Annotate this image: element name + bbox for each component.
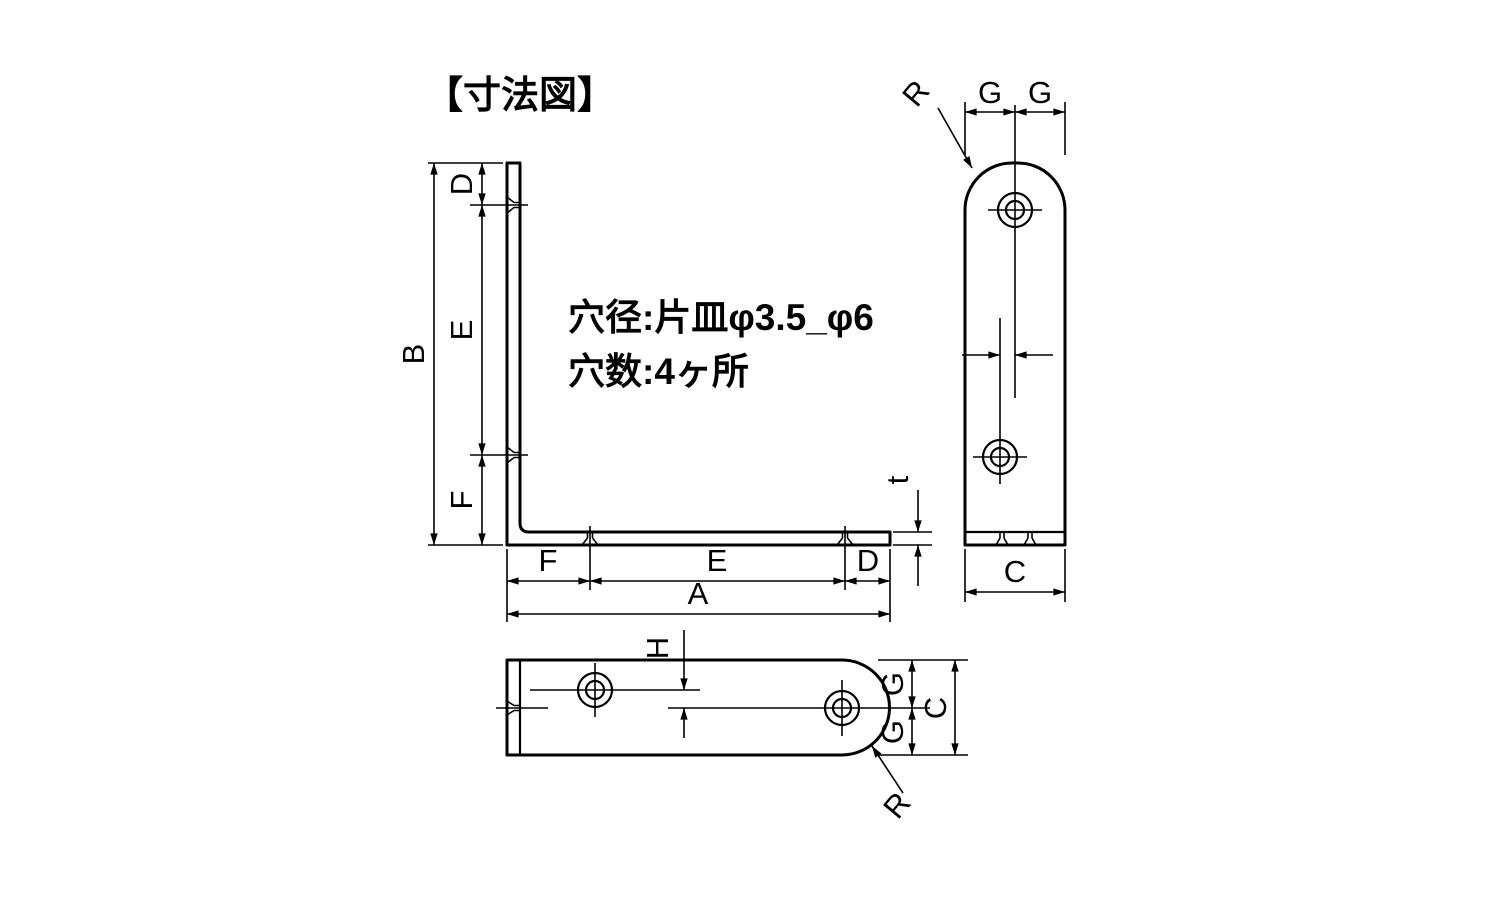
dim-label-F: F [444, 491, 479, 510]
dim-label-H: H [640, 637, 675, 659]
dim-label-F: F [539, 543, 558, 578]
side-view: B D E F F E D [396, 161, 932, 622]
dim-E-vertical: E [444, 204, 486, 456]
front-view-outline [963, 161, 1067, 547]
radius-callout-bottom: R [871, 745, 918, 825]
dim-label-G: G [1028, 75, 1052, 110]
top-view: H G G C R [496, 630, 968, 825]
dim-G-lower: G [875, 707, 916, 756]
dim-D-vertical: D [444, 162, 486, 206]
front-view-top-hole [988, 105, 1042, 398]
top-view-outline [505, 658, 891, 757]
dim-label-A: A [688, 576, 709, 611]
dim-label-B: B [396, 344, 431, 365]
front-view: G G R C [895, 73, 1067, 602]
dim-label-R: R [876, 785, 917, 825]
countersink-marks-horizontal-leg [581, 532, 854, 546]
dim-label-D: D [444, 173, 479, 195]
dim-label-G: G [875, 720, 910, 744]
dim-C-top-view: C [918, 659, 959, 756]
dim-t: t [880, 475, 922, 586]
side-view-outline [505, 161, 892, 547]
dim-E-horizontal: E [589, 543, 846, 585]
page-title: 【寸法図】 [425, 75, 615, 117]
dim-G-right: G [1014, 75, 1066, 116]
top-view-left-hole [530, 663, 700, 717]
front-view-bottom-hole [973, 318, 1027, 484]
dim-label-G: G [978, 75, 1002, 110]
front-view-countersink-marks [995, 532, 1037, 546]
dim-label-t: t [880, 475, 915, 484]
side-view-extension-lines [428, 162, 932, 622]
countersink-marks-vertical-leg [506, 196, 520, 464]
dim-H: H [640, 630, 688, 738]
note-hole-diameter: 穴径:片皿φ3.5_φ6 [568, 297, 874, 338]
dim-F-vertical: F [444, 454, 486, 546]
dim-B: B [396, 162, 438, 546]
dim-label-E: E [707, 543, 728, 578]
dim-F-horizontal: F [506, 543, 591, 585]
top-view-countersink-mark [496, 700, 548, 716]
dim-G-upper: G [875, 659, 916, 709]
dim-A: A [506, 576, 891, 618]
dim-label-E: E [444, 320, 479, 341]
dim-label-G: G [875, 672, 910, 696]
dim-label-C: C [918, 697, 953, 719]
top-view-right-hole [668, 680, 930, 736]
dim-C-front: C [964, 549, 1066, 602]
dim-label-R: R [895, 73, 936, 113]
note-hole-count: 穴数:4ヶ所 [568, 351, 749, 392]
dim-D-horizontal: D [844, 543, 891, 585]
dim-label-D: D [857, 543, 879, 578]
radius-callout-top: R [895, 73, 973, 169]
dim-label-C: C [1004, 554, 1026, 589]
